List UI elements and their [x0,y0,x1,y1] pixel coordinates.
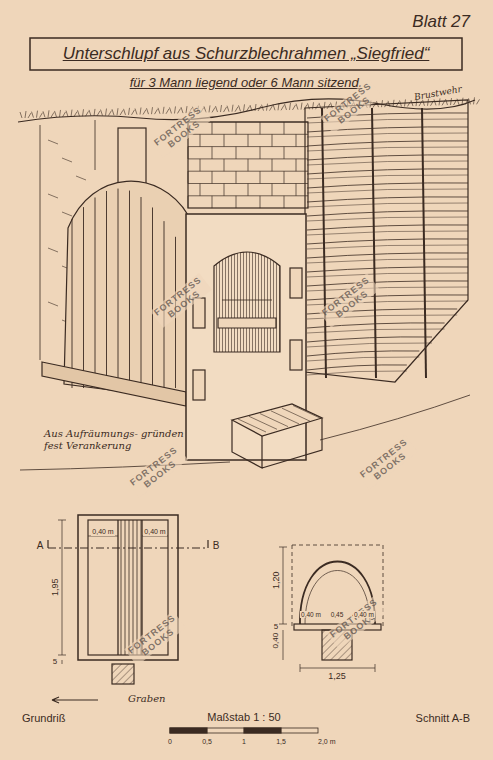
watermark: FORTRESS BOOKS [126,443,188,497]
dimension: 0,40 m [300,611,322,618]
dimension: 5 [273,622,279,631]
dimension: 0,40 m [353,611,375,618]
dimension: 0,40 [271,632,280,650]
section-mark: A [36,540,45,552]
watermark: FORTRESS BOOKS [326,595,388,649]
dimension: 1,95 [50,577,60,597]
watermark: FORTRESS BOOKS [356,435,418,489]
dimension: 1,25 [327,671,347,681]
dimension: 1,20 [271,570,281,590]
dimension: 5 [52,657,58,666]
watermark: FORTRESS BOOKS [124,611,186,665]
scale-tick: 1 [242,738,246,746]
scale-tick: 0,5 [202,738,212,746]
dimension: 0,40 m [91,528,114,536]
dimension: 0,40 m [143,528,166,536]
dimension: 0,45 [330,611,345,618]
subtitle: für 3 Mann liegend oder 6 Mann sitzend. [130,76,363,91]
handwritten-note: Aus Aufräumungs- gründen fest Verankerun… [44,428,184,451]
scale-title: Maßstab 1 : 50 [207,711,280,724]
scale-tick: 1,5 [276,738,286,746]
handwritten-note: Brustwehr [413,84,462,103]
scale-tick: 0 [168,738,172,746]
scale-tick: 2,0 m [318,738,336,746]
view-title: Schnitt A-B [416,712,470,725]
watermark: FORTRESS BOOKS [318,273,380,327]
title: Unterschlupf aus Schurzblechrahmen „Sieg… [63,44,430,64]
section-mark: B [212,540,221,552]
handwritten-note: Graben [128,693,166,705]
sheet-number: Blatt 27 [412,12,470,32]
view-title: Grundriß [22,712,65,725]
